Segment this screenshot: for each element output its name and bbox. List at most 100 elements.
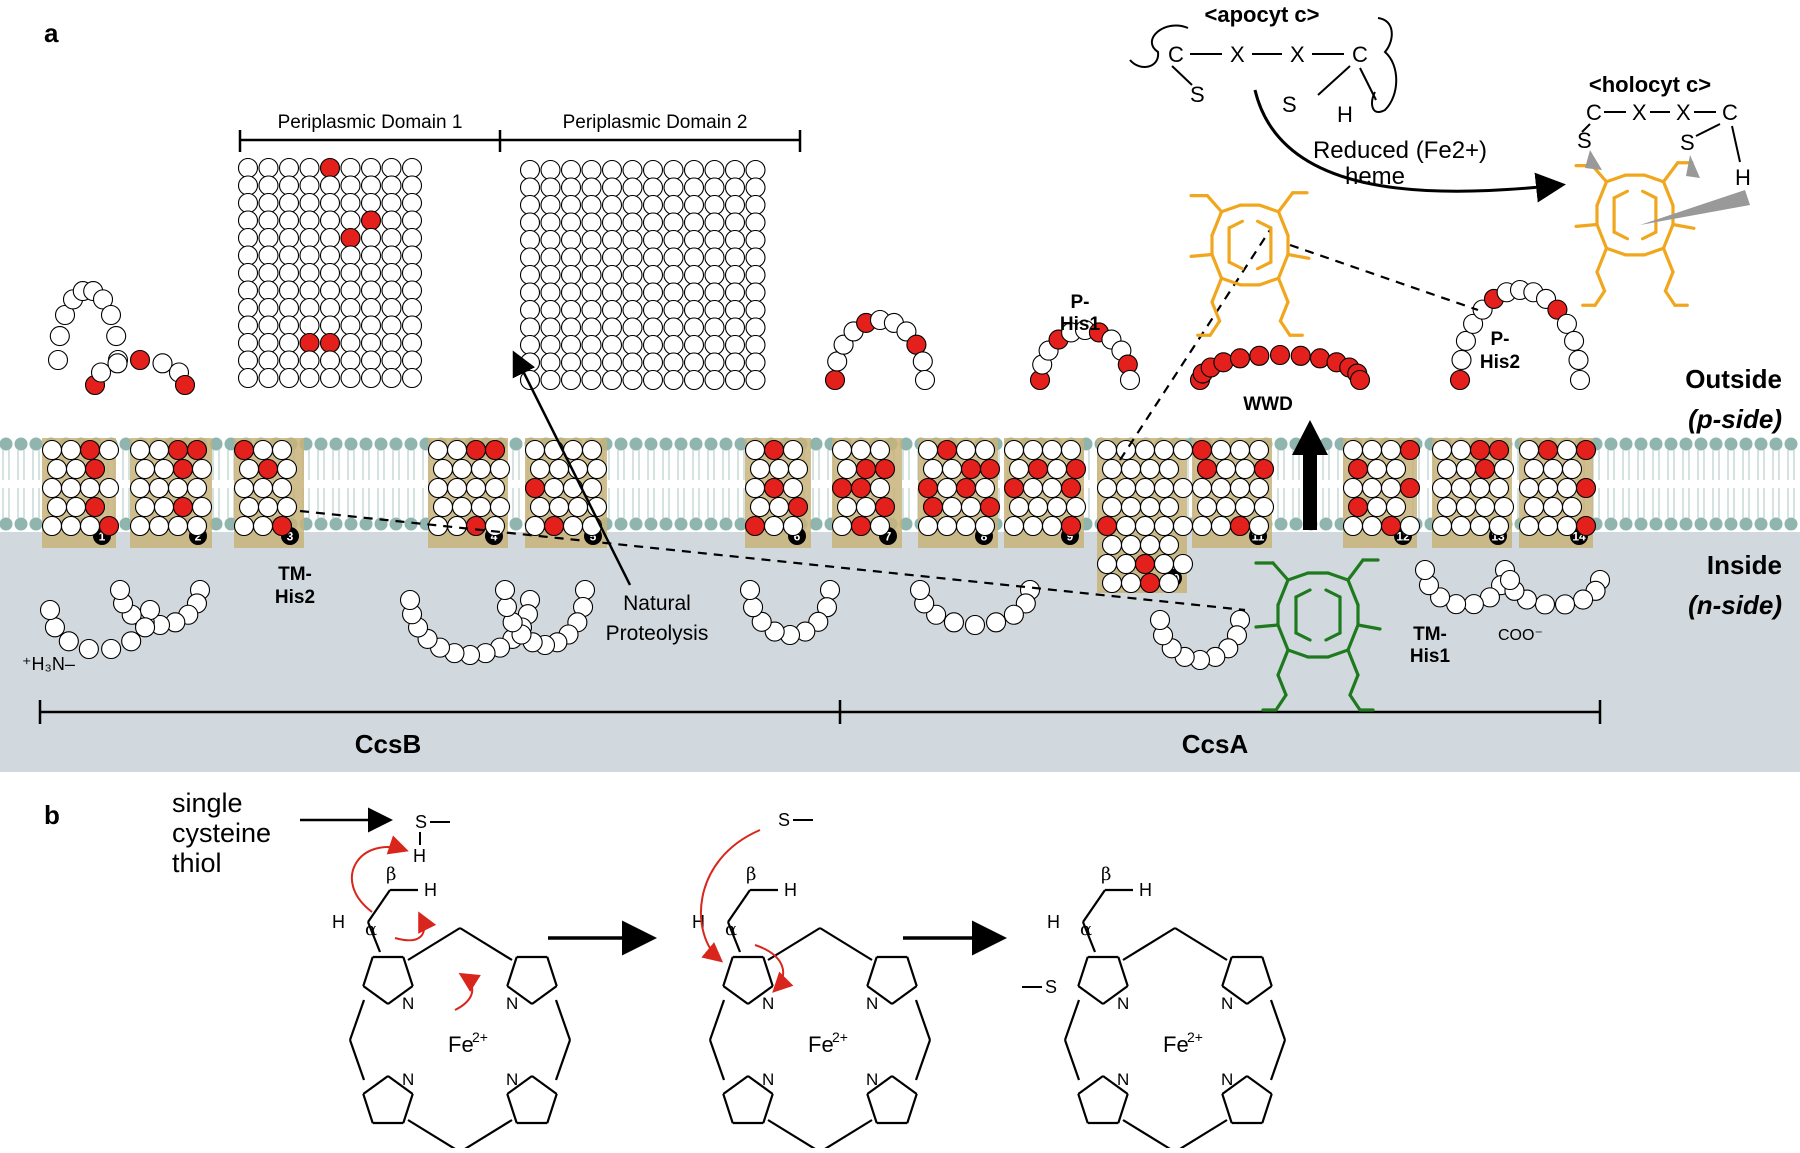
residue <box>319 350 341 371</box>
residue <box>704 159 725 181</box>
residue <box>340 245 361 266</box>
residue <box>299 262 320 284</box>
residue <box>1213 352 1234 373</box>
residue <box>299 280 320 301</box>
residue <box>496 596 518 618</box>
residue <box>1041 477 1063 499</box>
residue <box>1450 477 1472 499</box>
residue <box>276 496 298 518</box>
residue <box>540 194 561 216</box>
residue <box>360 297 382 319</box>
residue <box>704 177 725 198</box>
residue <box>960 458 982 480</box>
residue <box>574 579 596 601</box>
residue <box>724 369 746 391</box>
residue <box>278 262 300 284</box>
residue <box>381 175 402 196</box>
svg-text:Fe: Fe <box>1163 1032 1189 1057</box>
tm-helix-number: 7 <box>885 530 892 544</box>
residue <box>601 247 623 268</box>
residue <box>60 439 82 461</box>
residue <box>622 282 643 303</box>
residue <box>724 317 746 338</box>
residue <box>278 367 300 389</box>
residue <box>985 612 1007 633</box>
lipid-head <box>659 437 673 451</box>
residue <box>850 515 872 537</box>
residue <box>1215 458 1237 480</box>
residue <box>782 477 804 499</box>
p-his2-label-line2: His2 <box>1480 352 1520 373</box>
residue <box>258 192 279 214</box>
residue <box>319 367 341 389</box>
residue <box>1120 572 1142 594</box>
lipid-head <box>1769 437 1783 451</box>
residue <box>340 280 361 301</box>
residue <box>1210 515 1232 537</box>
residue <box>1101 534 1123 556</box>
residue <box>148 515 170 537</box>
lipid-head <box>809 437 823 451</box>
residue <box>540 264 561 286</box>
residue <box>622 212 643 233</box>
residue <box>1518 477 1540 499</box>
residue <box>129 439 151 461</box>
residue <box>622 229 643 251</box>
residue <box>1115 553 1137 575</box>
periplasmic-domain-2-label: Periplasmic Domain 2 <box>563 112 748 133</box>
residue <box>278 350 300 371</box>
residue <box>1474 458 1496 480</box>
residue <box>1463 594 1484 615</box>
holocyt-s2: S <box>1680 130 1695 155</box>
residue <box>278 297 300 319</box>
residue <box>401 315 423 336</box>
residue <box>237 332 259 354</box>
residue <box>1249 345 1270 366</box>
lipid-head <box>1754 437 1768 451</box>
lipid-head <box>899 517 913 531</box>
lipid-head <box>359 437 373 451</box>
residue <box>319 210 341 231</box>
lipid-head <box>1694 517 1708 531</box>
residue <box>401 175 423 196</box>
residue <box>906 334 927 355</box>
residue <box>360 332 382 354</box>
apo-to-holo-arrow <box>1253 89 1566 203</box>
residue <box>704 212 725 233</box>
holocyt-title: <holocyt c> <box>1589 72 1711 97</box>
residue <box>642 212 664 233</box>
residue <box>401 210 423 231</box>
residue <box>524 439 546 461</box>
lipid-head <box>809 517 823 531</box>
residue <box>1564 330 1585 352</box>
residue <box>912 351 933 372</box>
residue <box>560 229 582 251</box>
residue <box>642 299 664 321</box>
residue <box>869 439 891 461</box>
residue <box>484 515 506 537</box>
residue <box>724 264 746 286</box>
residue <box>540 334 561 356</box>
residue <box>751 611 772 632</box>
residue <box>340 332 361 354</box>
lipid-head <box>689 437 703 451</box>
residue <box>1101 496 1123 518</box>
residue <box>1361 477 1383 499</box>
residue <box>1046 458 1068 480</box>
residue <box>683 352 705 373</box>
svg-text:S: S <box>415 812 427 832</box>
residue <box>560 369 582 391</box>
residue <box>827 351 848 372</box>
residue <box>1575 515 1597 537</box>
residue <box>92 289 114 310</box>
residue <box>914 369 936 391</box>
residue <box>1196 458 1218 480</box>
residue <box>278 192 300 214</box>
residue <box>44 617 66 638</box>
residue <box>191 496 213 518</box>
residue <box>1573 589 1594 610</box>
svg-text:H: H <box>1139 880 1152 900</box>
ccsb-label: CcsB <box>355 729 421 759</box>
lipid-head <box>1619 517 1633 531</box>
